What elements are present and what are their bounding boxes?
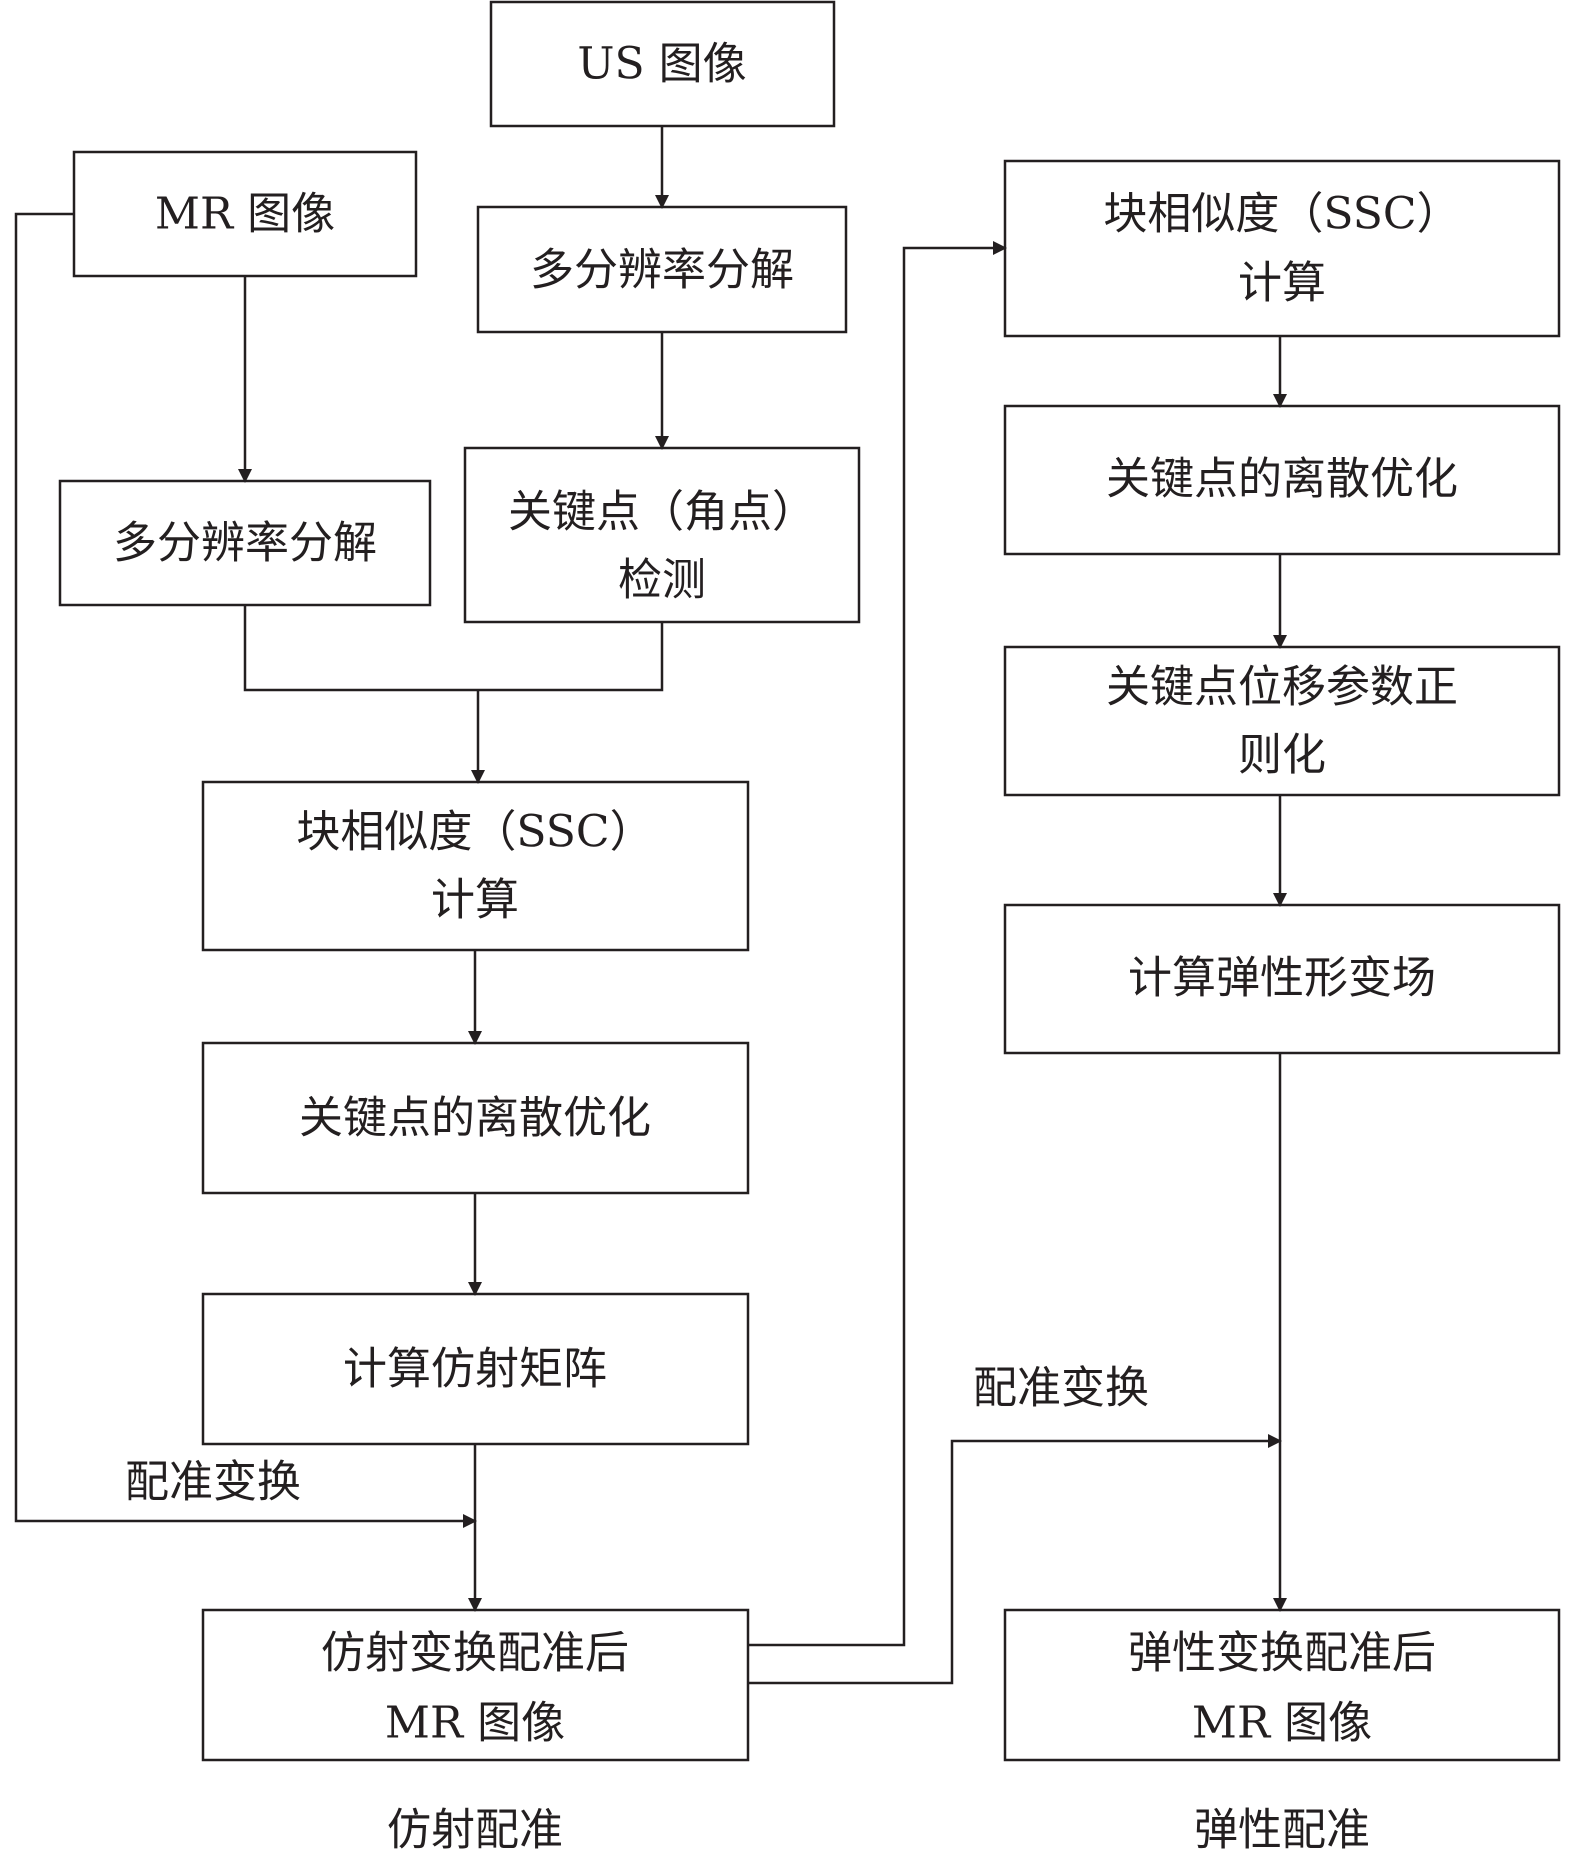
affine-caption: 仿射配准 — [387, 1805, 563, 1856]
mr-image-node: MR 图像 — [72, 150, 418, 278]
us-image-node: US 图像 — [489, 0, 836, 128]
mr-multires-label: 多分辨率分解 — [113, 518, 377, 569]
us-image-label: US 图像 — [577, 39, 746, 90]
elastic-discrete-opt-node: 关键点的离散优化 — [1003, 404, 1561, 556]
affine-discrete-opt-label: 关键点的离散优化 — [299, 1093, 651, 1144]
elastic-result-label-line2: MR 图像 — [1192, 1698, 1372, 1749]
affine-matrix-label: 计算仿射矩阵 — [343, 1344, 607, 1395]
us-multires-label: 多分辨率分解 — [530, 245, 794, 296]
elastic-result-label-line1: 弹性变换配准后 — [1128, 1628, 1436, 1679]
affine-ssc-label-line1: 块相似度（SSC） — [296, 807, 653, 858]
affine-ssc-node: 块相似度（SSC） 计算 — [201, 780, 750, 952]
elastic-result-node: 弹性变换配准后 MR 图像 — [1003, 1608, 1561, 1762]
affine-discrete-opt-node: 关键点的离散优化 — [201, 1041, 750, 1195]
elastic-caption: 弹性配准 — [1194, 1805, 1370, 1856]
affine-result-label-line1: 仿射变换配准后 — [321, 1628, 629, 1679]
elastic-ssc-node: 块相似度（SSC） 计算 — [1003, 159, 1561, 338]
affine-transform-edge-label: 配准变换 — [125, 1457, 301, 1508]
elastic-discrete-opt-label: 关键点的离散优化 — [1106, 454, 1458, 505]
us-multires-node: 多分辨率分解 — [476, 205, 848, 334]
edge-affine-result-to-elastic-ssc — [748, 241, 1007, 1647]
affine-result-label-line2: MR 图像 — [385, 1698, 565, 1749]
elastic-regularize-label-line1: 关键点位移参数正 — [1106, 662, 1458, 713]
elastic-transform-edge-label: 配准变换 — [973, 1363, 1149, 1414]
elastic-ssc-label-line2: 计算 — [1238, 258, 1326, 309]
elastic-field-node: 计算弹性形变场 — [1003, 903, 1561, 1055]
elastic-ssc-label-line1: 块相似度（SSC） — [1103, 189, 1460, 240]
affine-matrix-node: 计算仿射矩阵 — [201, 1292, 750, 1446]
keypoint-detect-label-line1: 关键点（角点） — [508, 487, 816, 538]
keypoint-detect-node: 关键点（角点） 检测 — [463, 446, 861, 624]
edge-merge-to-affine-ssc — [243, 605, 664, 692]
mr-multires-node: 多分辨率分解 — [58, 479, 432, 607]
affine-ssc-label-line2: 计算 — [431, 875, 519, 926]
elastic-regularize-node: 关键点位移参数正 则化 — [1003, 645, 1561, 797]
affine-result-node: 仿射变换配准后 MR 图像 — [201, 1608, 750, 1762]
edge-affine-result-to-elastic-transform — [748, 1434, 1282, 1685]
edge-mr-to-affine-transform — [14, 212, 477, 1528]
mr-image-label: MR 图像 — [155, 189, 335, 240]
elastic-regularize-label-line2: 则化 — [1238, 730, 1326, 781]
elastic-field-label: 计算弹性形变场 — [1128, 953, 1436, 1004]
keypoint-detect-label-line2: 检测 — [618, 555, 706, 606]
